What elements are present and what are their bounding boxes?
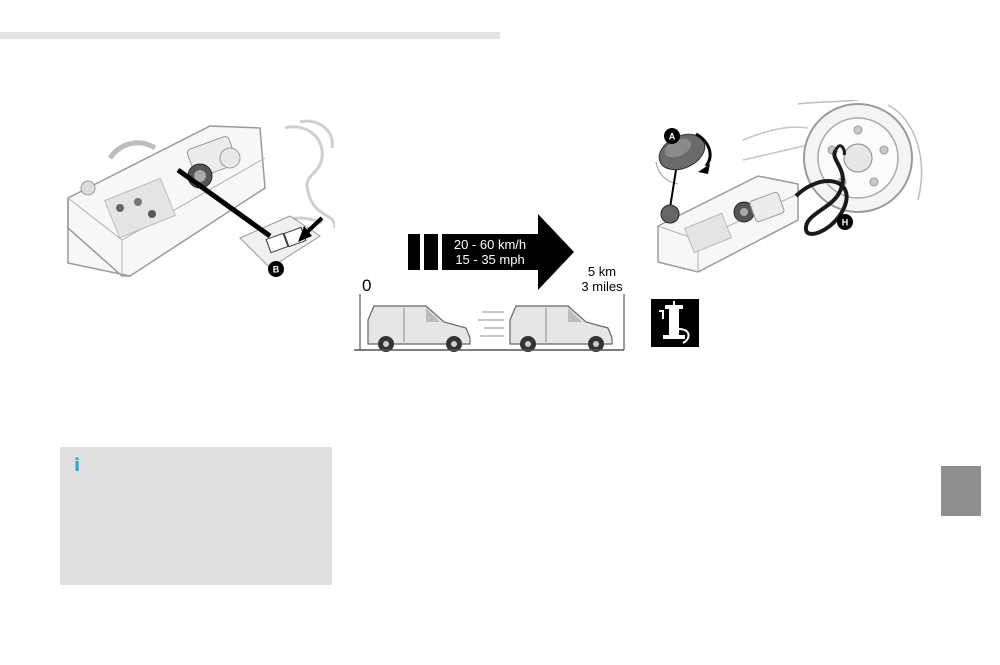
speed-limits-label: 20 - 60 km/h 15 - 35 mph (442, 237, 538, 267)
chapter-tab[interactable] (941, 466, 981, 516)
pump-icon (651, 299, 699, 347)
speed-mph-label: 15 - 35 mph (455, 252, 525, 267)
info-note-box: i (60, 447, 332, 585)
header-rule (0, 32, 500, 39)
speed-kmh-label: 20 - 60 km/h (453, 237, 527, 252)
driving-distance-figure: 20 - 60 km/h 15 - 35 mph 0 5 km 3 miles (352, 212, 712, 357)
callout-h-label: H (842, 218, 849, 228)
distance-miles-label: 3 miles (581, 279, 623, 294)
callout-b-label: B (273, 265, 280, 275)
compressor-switch-figure: B (60, 118, 335, 288)
van-end-image (509, 305, 613, 352)
callout-a-label: A (669, 132, 676, 142)
distance-label: 5 km 3 miles (574, 264, 630, 294)
van-start-image (367, 305, 471, 352)
info-icon: i (74, 455, 81, 476)
distance-km-label: 5 km (587, 264, 617, 279)
start-distance-label: 0 (362, 276, 372, 295)
compressor-wheel-figure: A H (648, 100, 928, 280)
